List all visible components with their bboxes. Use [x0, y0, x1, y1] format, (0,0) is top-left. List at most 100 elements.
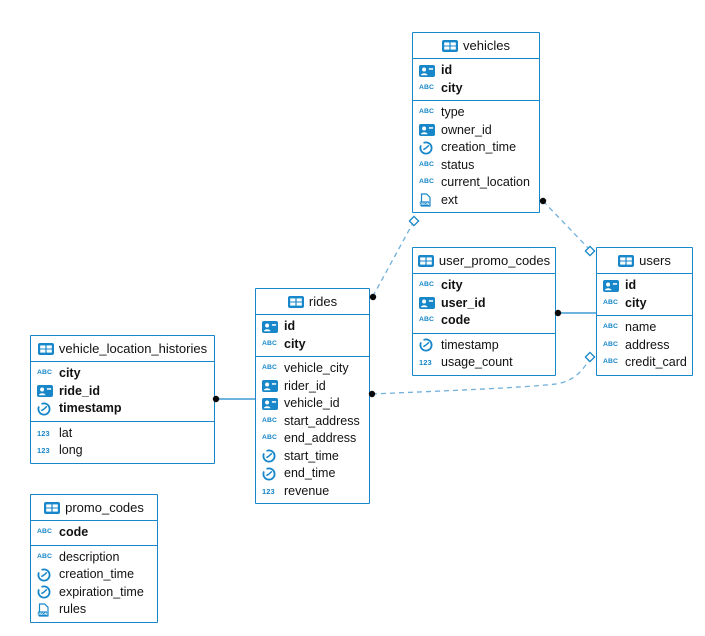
string-icon: ABC — [419, 108, 435, 116]
string-icon: ABC — [37, 528, 53, 536]
field-row: ABC city — [31, 365, 214, 383]
field-row: timestamp — [413, 337, 555, 355]
field-row: ABC description — [31, 549, 157, 567]
field-name: current_location — [441, 175, 530, 189]
string-icon: ABC — [419, 178, 435, 186]
timestamp-icon — [419, 338, 436, 352]
field-name: address — [625, 337, 670, 352]
uuid-icon — [262, 320, 279, 333]
field-row: ABC address — [597, 337, 692, 355]
field-row: ABC code — [31, 524, 157, 542]
field-name: id — [441, 63, 453, 77]
string-icon: ABC — [262, 416, 278, 424]
table-icon — [442, 39, 459, 52]
table-header: rides — [256, 289, 369, 315]
field-row: ABC city — [597, 295, 692, 313]
json-icon: JSON — [37, 603, 54, 617]
field-name: credit_card — [625, 355, 687, 369]
number-icon: 123 — [37, 428, 50, 438]
timestamp-icon — [37, 568, 54, 582]
string-icon: ABC — [37, 369, 53, 377]
key-fields-section: ABC city ride_id timestamp — [31, 362, 214, 422]
number-icon: 123 — [37, 446, 50, 455]
field-name: type — [441, 105, 465, 119]
field-name: start_address — [284, 413, 360, 428]
field-name: creation_time — [59, 567, 135, 581]
field-name: revenue — [284, 483, 330, 498]
field-name: start_time — [284, 448, 339, 463]
field-row: owner_id — [413, 122, 539, 140]
uuid-icon — [603, 279, 620, 292]
table-header: users — [597, 248, 692, 274]
field-row: ABC end_address — [256, 430, 369, 448]
field-name: ride_id — [59, 383, 100, 398]
string-icon: ABC — [37, 552, 53, 560]
table-header: user_promo_codes — [413, 248, 555, 274]
uuid-icon — [419, 297, 436, 310]
uuid-icon — [262, 380, 279, 393]
field-name: ext — [441, 192, 458, 207]
key-fields-section: ABC code — [31, 521, 157, 546]
string-icon: ABC — [419, 281, 435, 289]
field-name: city — [59, 366, 81, 380]
field-row: expiration_time — [31, 584, 157, 602]
table-header: promo_codes — [31, 495, 157, 521]
field-name: end_time — [284, 466, 336, 480]
field-name: city — [625, 295, 647, 310]
string-icon: ABC — [603, 298, 619, 306]
field-row: vehicle_id — [256, 395, 369, 413]
uuid-icon — [262, 397, 279, 410]
field-name: rules — [59, 602, 87, 616]
field-row: creation_time — [31, 566, 157, 584]
field-row: ABC city — [413, 277, 555, 295]
table-name: user_promo_codes — [438, 253, 551, 268]
field-name: city — [441, 278, 463, 292]
string-icon: ABC — [603, 340, 619, 348]
field-row: creation_time — [413, 139, 539, 157]
table-name: promo_codes — [65, 500, 144, 515]
field-row: timestamp — [31, 400, 214, 418]
field-name: user_id — [441, 295, 486, 310]
field-name: timestamp — [59, 401, 122, 415]
svg-text:JSON: JSON — [38, 612, 48, 616]
timestamp-icon — [262, 449, 279, 463]
fields-section: ABC description creation_time expiration_ti… — [31, 546, 157, 622]
table-icon — [37, 342, 54, 355]
field-name: code — [59, 525, 89, 539]
string-icon: ABC — [262, 434, 278, 442]
field-name: end_address — [284, 431, 357, 445]
number-icon: 123 — [419, 358, 432, 367]
table-name: vehicles — [463, 38, 510, 53]
field-name: status — [441, 157, 475, 172]
field-row: end_time — [256, 465, 369, 483]
field-name: description — [59, 549, 120, 564]
table-promo_codes[interactable]: promo_codes ABC code ABC description creati… — [30, 494, 158, 623]
table-name: rides — [308, 294, 338, 309]
string-icon: ABC — [262, 339, 278, 347]
field-row: start_time — [256, 448, 369, 466]
field-name: name — [625, 320, 657, 334]
field-row: ABC start_address — [256, 413, 369, 431]
field-name: rider_id — [284, 378, 326, 393]
table-icon — [417, 254, 434, 267]
uuid-icon — [37, 385, 54, 398]
table-icon — [618, 254, 635, 267]
field-name: expiration_time — [59, 584, 144, 599]
field-row: user_id — [413, 295, 555, 313]
timestamp-icon — [37, 585, 54, 599]
